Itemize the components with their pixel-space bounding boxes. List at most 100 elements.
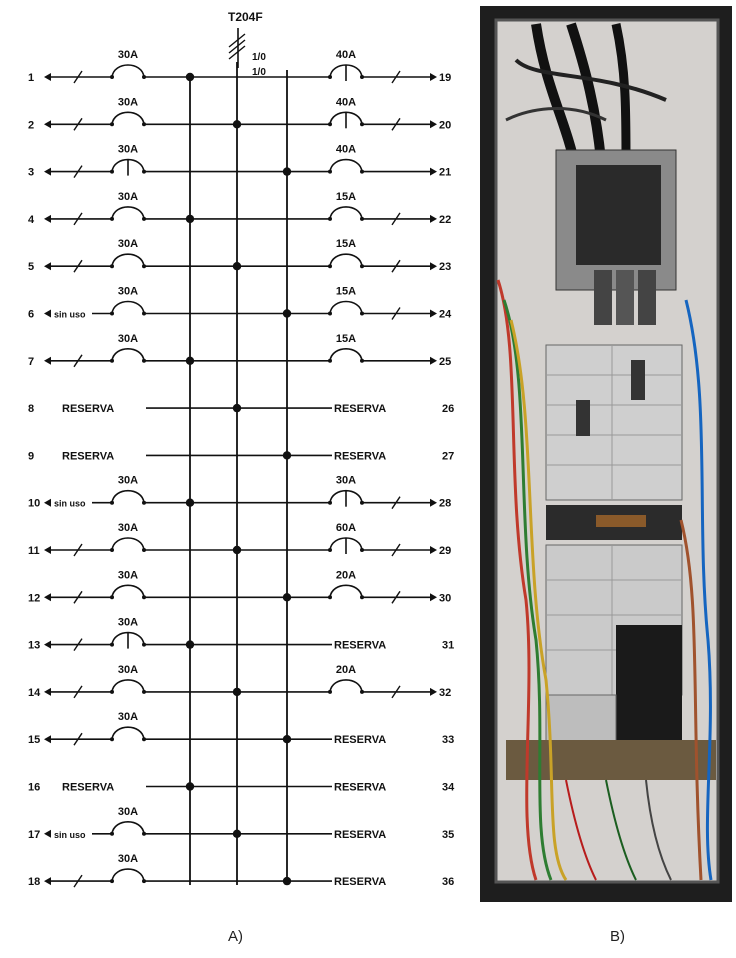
left-breaker-rating: 30A [118, 49, 138, 61]
left-reserva-label: RESERVA [62, 782, 114, 794]
left-breaker [110, 868, 146, 884]
left-breaker [110, 253, 146, 269]
right-circuit-number: 25 [439, 356, 451, 368]
left-circuit-number: 11 [28, 545, 40, 557]
right-circuit-number: 30 [439, 592, 451, 604]
left-breaker [110, 111, 146, 127]
right-circuit-number: 21 [439, 167, 451, 179]
right-breaker-rating: 15A [336, 191, 356, 203]
left-breaker-rating: 30A [118, 333, 138, 345]
left-breaker [110, 206, 146, 221]
right-breaker-rating: 20A [336, 569, 356, 581]
right-circuit-number: 35 [442, 829, 454, 841]
right-circuit-number: 24 [439, 309, 452, 321]
left-breaker-rating: 30A [118, 286, 138, 298]
right-reserva-label: RESERVA [334, 782, 386, 794]
diagram-caption: A) [228, 928, 243, 945]
right-breaker [328, 111, 364, 129]
right-breaker-rating: 40A [336, 144, 356, 156]
left-breaker [110, 726, 146, 742]
right-circuit-number: 33 [442, 734, 454, 746]
left-circuit-number: 17 [28, 829, 40, 841]
main-breaker: T204F 1/0 1/0 [228, 10, 266, 78]
main-breaker-label: T204F [228, 10, 263, 24]
left-reserva-label: RESERVA [62, 403, 114, 415]
right-reserva-label: RESERVA [334, 403, 386, 415]
left-circuit-number: 4 [28, 214, 35, 226]
right-reserva-label: RESERVA [334, 829, 386, 841]
left-breaker [110, 821, 146, 836]
left-note-label: sin uso [54, 310, 86, 320]
left-circuit-number: 10 [28, 498, 40, 510]
left-breaker-rating: 30A [118, 853, 138, 865]
left-breaker-rating: 30A [118, 806, 138, 818]
left-circuit-number: 14 [28, 687, 41, 699]
right-breaker-rating: 15A [336, 286, 356, 298]
right-breaker [328, 64, 364, 81]
right-breaker [328, 253, 364, 269]
left-breaker-rating: 30A [118, 144, 138, 156]
left-circuit-number: 5 [28, 261, 34, 273]
left-note-label: sin uso [54, 499, 86, 509]
phase-label-2: 1/0 [252, 67, 266, 78]
left-breaker-rating: 30A [118, 191, 138, 203]
left-circuit-number: 3 [28, 167, 34, 179]
left-breaker [110, 679, 146, 694]
left-circuit-number: 18 [28, 876, 40, 888]
left-breaker [110, 631, 146, 649]
left-circuit-number: 12 [28, 592, 40, 604]
left-breaker [110, 348, 146, 363]
right-circuit-number: 32 [439, 687, 451, 699]
left-breaker [110, 537, 146, 552]
right-breaker [328, 537, 364, 554]
left-circuit-number: 16 [28, 782, 40, 794]
photo-caption: B) [610, 928, 625, 945]
left-breaker [110, 158, 146, 176]
left-breaker-rating: 30A [118, 238, 138, 250]
left-circuit-number: 13 [28, 640, 40, 652]
right-breaker [328, 206, 364, 221]
left-breaker [110, 300, 146, 316]
right-reserva-label: RESERVA [334, 876, 386, 888]
right-breaker-rating: 30A [336, 475, 356, 487]
left-circuit-number: 8 [28, 403, 34, 415]
right-circuit-number: 22 [439, 214, 451, 226]
left-reserva-label: RESERVA [62, 450, 114, 462]
right-circuit-number: 28 [439, 498, 451, 510]
right-circuit-number: 36 [442, 876, 454, 888]
left-breaker-rating: 30A [118, 475, 138, 487]
right-breaker-rating: 40A [336, 96, 356, 108]
right-breaker [328, 584, 364, 600]
left-note-label: sin uso [54, 830, 86, 840]
right-circuit-number: 34 [442, 782, 455, 794]
right-circuit-number: 20 [439, 119, 451, 131]
left-breaker-rating: 30A [118, 617, 138, 629]
right-circuit-number: 27 [442, 450, 454, 462]
right-breaker [328, 679, 364, 694]
left-breaker-rating: 30A [118, 711, 138, 723]
right-breaker [328, 158, 364, 174]
left-breaker-rating: 30A [118, 664, 138, 676]
right-circuit-number: 19 [439, 72, 451, 84]
left-breaker-rating: 30A [118, 96, 138, 108]
panel-photo [476, 0, 736, 958]
left-circuit-number: 1 [28, 72, 34, 84]
right-circuit-number: 29 [439, 545, 451, 557]
left-breaker-rating: 30A [118, 569, 138, 581]
left-breaker-rating: 30A [118, 522, 138, 534]
bus-bars [189, 62, 288, 885]
left-breaker [110, 64, 146, 79]
right-breaker-rating: 40A [336, 49, 356, 61]
right-breaker-rating: 20A [336, 664, 356, 676]
left-breaker [110, 489, 146, 505]
right-reserva-label: RESERVA [334, 734, 386, 746]
right-reserva-label: RESERVA [334, 640, 386, 652]
right-reserva-label: RESERVA [334, 450, 386, 462]
right-circuit-number: 23 [439, 261, 451, 273]
right-circuit-number: 31 [442, 640, 454, 652]
right-breaker [328, 348, 364, 363]
left-breaker [110, 584, 146, 600]
left-circuit-number: 2 [28, 119, 34, 131]
